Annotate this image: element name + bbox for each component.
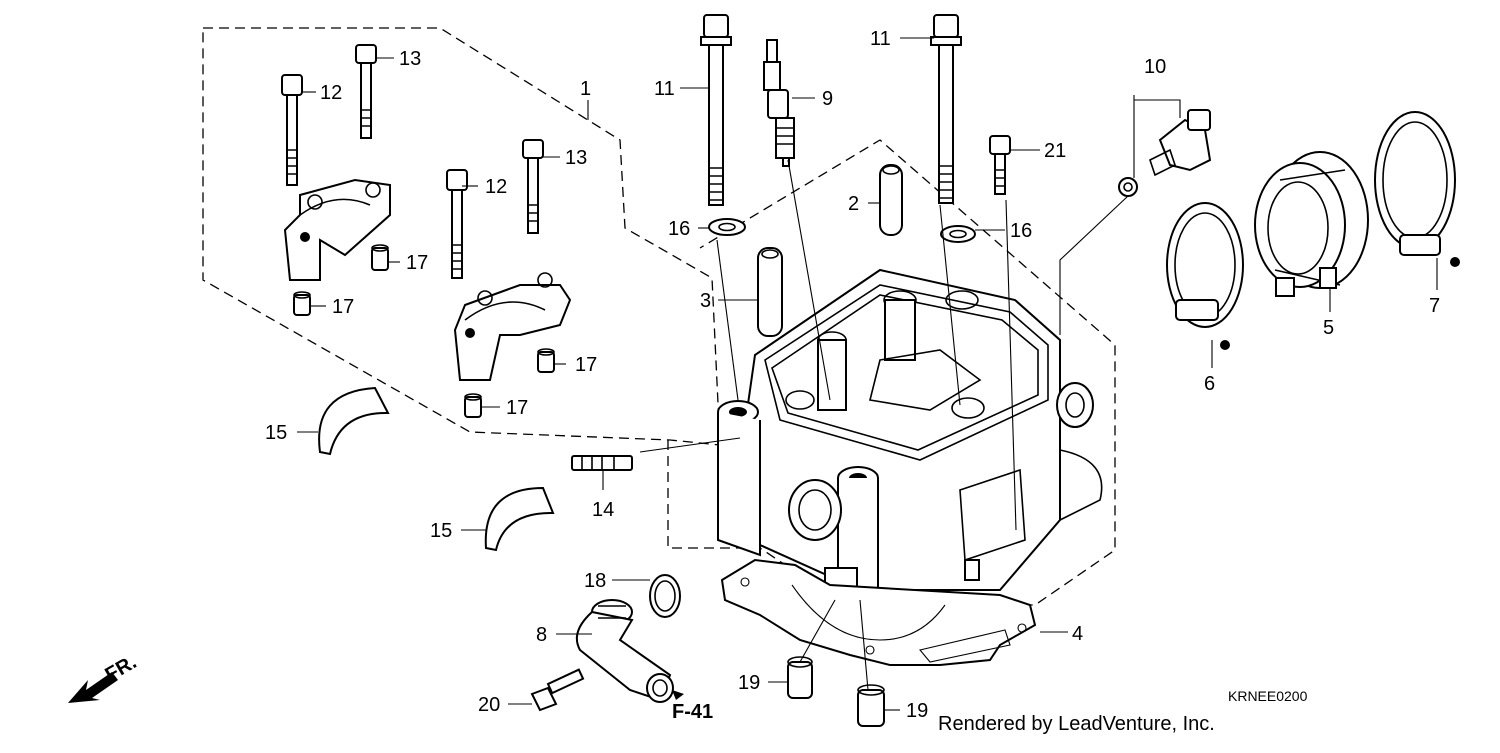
callout-21: 21	[1044, 140, 1066, 162]
callout-11-left: 11	[654, 78, 675, 100]
dowel-19-left	[787, 656, 813, 699]
callout-19-right: 19	[906, 700, 928, 722]
washer-16-left	[708, 218, 746, 236]
valve-guide-2	[879, 164, 903, 236]
callout-9: 9	[822, 88, 833, 110]
callout-16-left: 16	[668, 218, 690, 240]
o-ring-18	[649, 574, 681, 618]
leader-lines	[297, 37, 1438, 711]
insulator-band-7	[1374, 111, 1460, 267]
bolt-21	[989, 135, 1011, 195]
cylinder-head-bolt-right	[930, 14, 962, 204]
semicircle-plug-lower	[484, 486, 555, 552]
valve-guide-3	[757, 247, 783, 337]
callout-14: 14	[592, 499, 614, 521]
callout-15-lower: 15	[430, 520, 452, 542]
callout-4: 4	[1072, 623, 1083, 645]
dowel-pin-17b	[293, 291, 311, 316]
cylinder-head-bolt-left	[700, 14, 732, 206]
callout-8: 8	[536, 624, 547, 646]
callout-11-right: 11	[870, 28, 891, 50]
intake-insulator	[1254, 151, 1369, 297]
callout-3: 3	[700, 290, 711, 312]
callout-17d: 17	[506, 397, 528, 419]
camshaft-holder-upper	[283, 178, 391, 281]
callout-12-lower: 12	[485, 176, 507, 198]
stud-bolt-14	[571, 455, 633, 471]
dowel-pin-17c	[537, 348, 555, 373]
callout-17b: 17	[332, 296, 354, 318]
reference-label: F-41	[672, 701, 713, 723]
bolt-13-upper	[355, 44, 377, 139]
dowel-pin-17a	[371, 244, 389, 271]
cylinder-head	[717, 268, 1103, 591]
camshaft-holder-group-outline	[202, 27, 721, 446]
spark-plug	[763, 39, 795, 167]
bolt-12-lower	[446, 169, 468, 279]
dowel-pin-17d	[464, 393, 482, 418]
callout-1: 1	[580, 78, 591, 100]
semicircle-plug-upper	[318, 386, 390, 456]
callout-5: 5	[1323, 317, 1334, 339]
credit-text: Rendered by LeadVenture, Inc.	[938, 713, 1215, 735]
camshaft-holder-lower	[453, 272, 572, 381]
callout-13-upper: 13	[399, 48, 421, 70]
insulator-band-6	[1166, 202, 1244, 350]
callout-12-upper: 12	[320, 82, 342, 104]
callout-13-lower: 13	[565, 147, 587, 169]
callout-labels: 1 2 3 4 5 6 7 8 9 10 11 11 12 12 13 13 1…	[265, 28, 1440, 722]
callout-6: 6	[1204, 373, 1215, 395]
water-joint	[576, 599, 674, 703]
callout-16-right: 16	[1010, 220, 1032, 242]
ref-arrow-icon	[672, 690, 684, 700]
callout-19-left: 19	[738, 672, 760, 694]
callout-20: 20	[478, 694, 500, 716]
bolt-20	[530, 668, 585, 712]
callout-15-upper: 15	[265, 422, 287, 444]
washer-16-right	[940, 225, 976, 243]
temperature-sensor	[1118, 109, 1212, 197]
head-gasket	[720, 558, 1037, 666]
callout-18: 18	[584, 570, 606, 592]
callout-7: 7	[1429, 295, 1440, 317]
callout-17c: 17	[575, 354, 597, 376]
callout-2: 2	[848, 193, 859, 215]
bolt-12-upper	[281, 74, 303, 186]
callout-10: 10	[1144, 56, 1166, 78]
callout-17a: 17	[406, 252, 428, 274]
front-arrow-icon	[68, 672, 118, 703]
diagram-code: KRNEE0200	[1228, 688, 1308, 704]
dowel-19-right	[857, 684, 885, 727]
bolt-13-lower	[522, 139, 544, 234]
